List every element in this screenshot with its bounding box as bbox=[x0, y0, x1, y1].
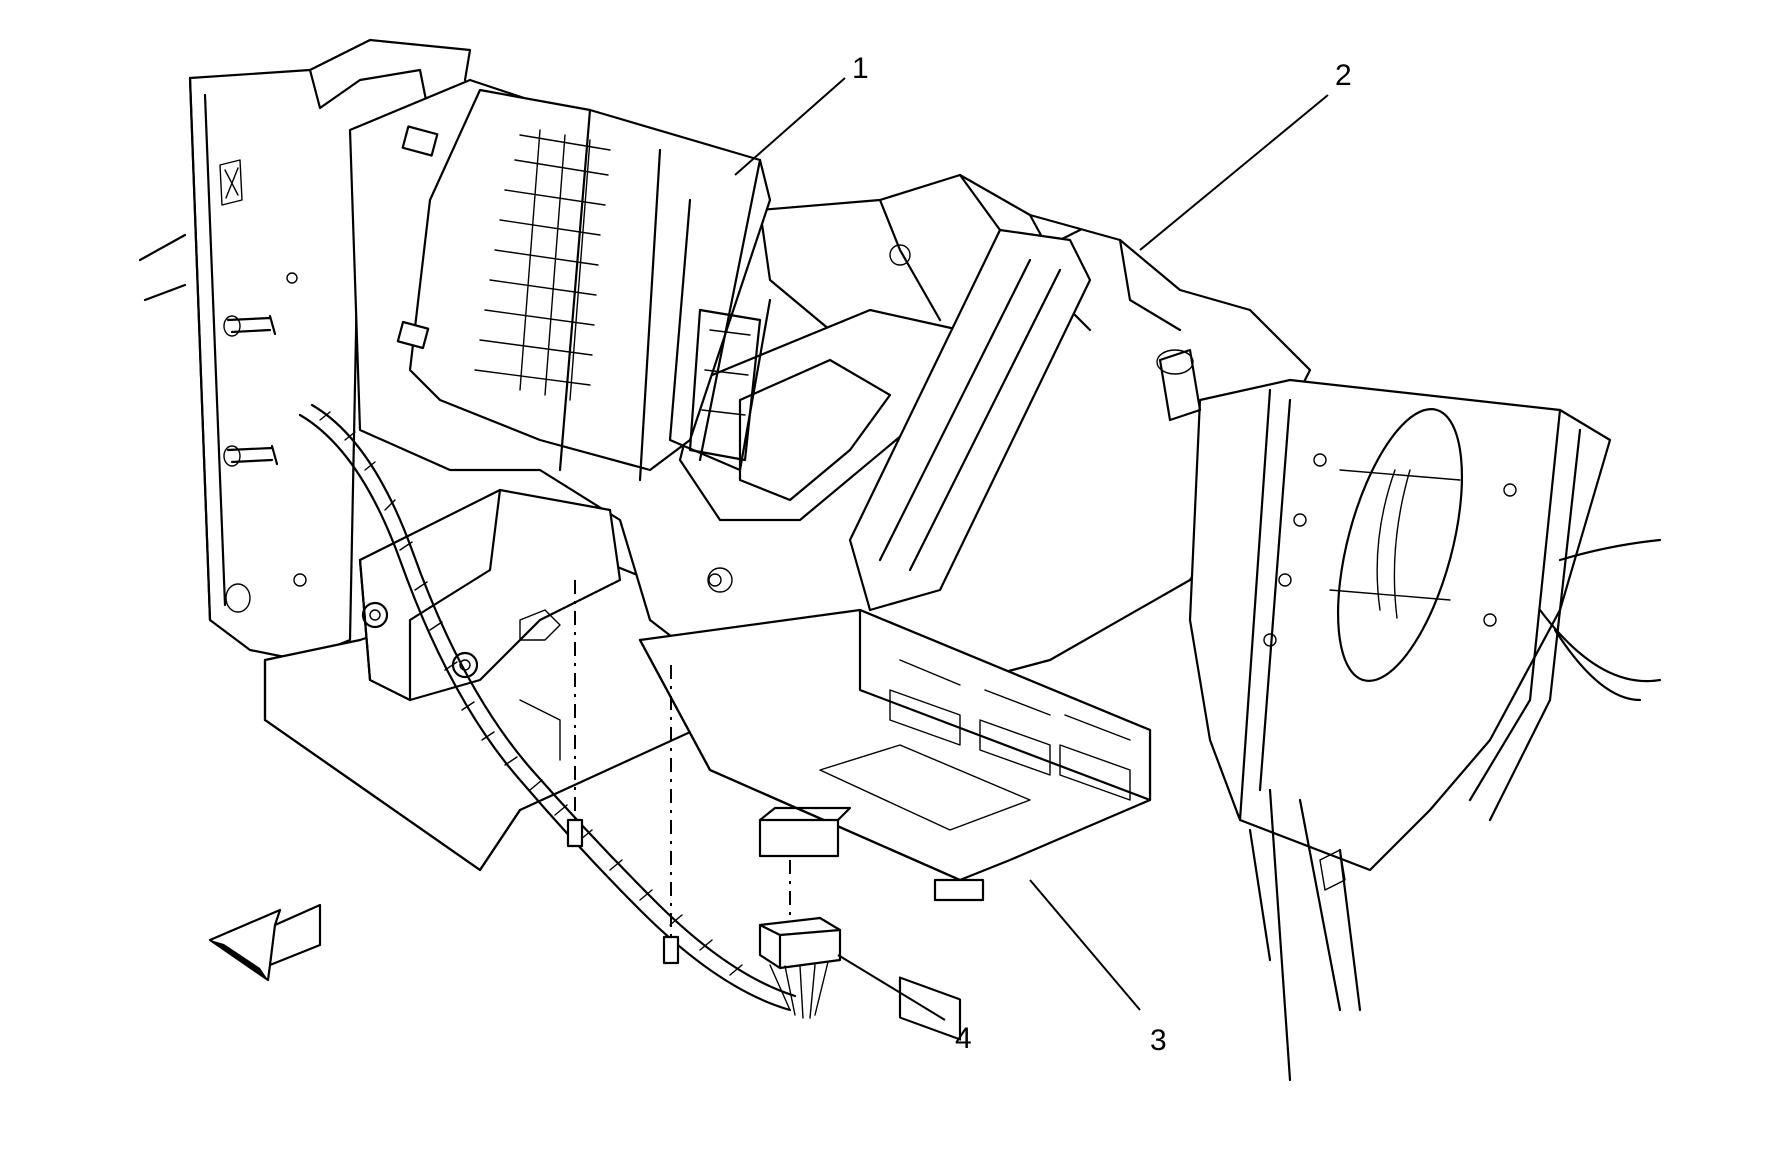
callout-3: 3 bbox=[1029, 879, 1167, 1057]
module-mounting-bracket bbox=[358, 488, 622, 702]
wiring-harness bbox=[298, 403, 797, 1012]
harness-connector bbox=[758, 916, 842, 1019]
callout-label-4: 4 bbox=[955, 1022, 972, 1055]
fuse-relay-block bbox=[396, 88, 772, 482]
callout-2: 2 bbox=[1139, 59, 1352, 251]
callout-label-1: 1 bbox=[852, 52, 869, 85]
callout-label-2: 2 bbox=[1335, 59, 1352, 92]
callout-label-3: 3 bbox=[1150, 1024, 1167, 1057]
arrow-front-icon bbox=[208, 903, 322, 982]
callout-1: 1 bbox=[734, 52, 869, 176]
left-mounting-bracket bbox=[138, 38, 472, 662]
alignment-lines bbox=[574, 580, 791, 940]
control-module bbox=[638, 608, 1152, 1041]
callout-4: 4 bbox=[837, 954, 972, 1055]
